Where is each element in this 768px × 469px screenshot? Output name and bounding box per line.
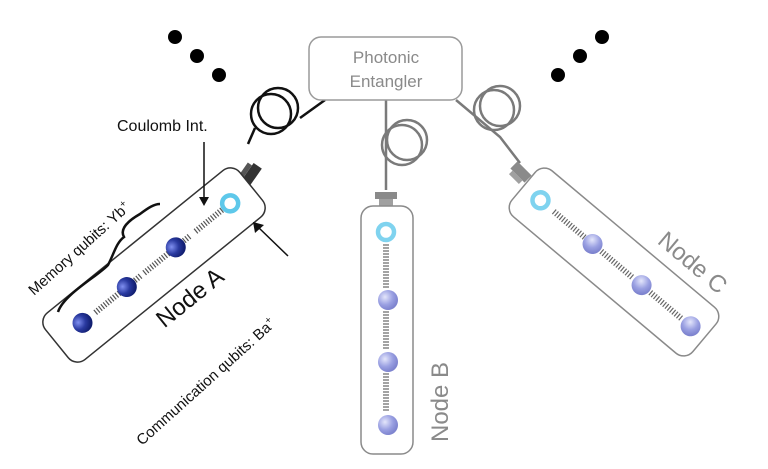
more-nodes-dots-right: [551, 30, 609, 82]
comm-qubits-label: Communication qubits: Ba+: [133, 314, 280, 449]
node-b-comm-ion: [375, 221, 397, 243]
coulomb-label: Coulomb Int.: [117, 118, 208, 135]
node-b: Node B: [360, 205, 454, 455]
node-a: Node A: [42, 167, 266, 363]
node-c: Node C: [508, 167, 732, 357]
more-nodes-dots-left: [168, 30, 226, 82]
entangler-label-line1: Photonic: [353, 48, 420, 67]
node-b-memory-ion: [378, 290, 398, 310]
node-b-memory-ion: [378, 415, 398, 435]
fiber-node-b: [380, 97, 429, 190]
node-c-trap-box: [508, 167, 720, 357]
fiber-connector-node-b: [375, 192, 397, 206]
photonic-entangler: Photonic Entangler: [308, 36, 463, 101]
coulomb-arrow: [199, 142, 209, 206]
node-c-memory-ion: [582, 234, 603, 255]
node-c-memory-ion: [631, 275, 652, 296]
node-a-comm-ion: [219, 193, 241, 214]
memory-qubits-brace: [56, 202, 161, 313]
node-c-memory-ion: [680, 316, 701, 337]
node-b-label: Node B: [427, 362, 454, 442]
node-c-comm-ion: [530, 190, 551, 211]
fiber-node-a: [246, 86, 326, 145]
entangler-label-line2: Entangler: [350, 72, 423, 91]
node-a-memory-ion: [165, 237, 186, 258]
node-a-memory-ion: [72, 312, 93, 333]
fiber-node-c: [455, 84, 522, 164]
fiber-connector-node-a: [239, 162, 262, 186]
fiber-connector-node-c: [508, 161, 532, 185]
comm-qubits-arrow: [253, 222, 289, 257]
node-a-memory-ion: [116, 277, 137, 298]
node-b-memory-ion: [378, 352, 398, 372]
